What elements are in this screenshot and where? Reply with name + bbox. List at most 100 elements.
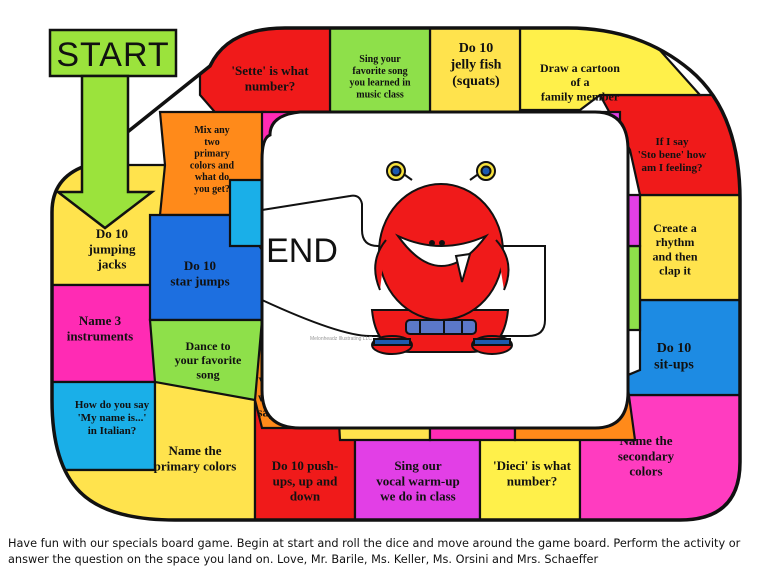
space-text-line: If I say [655, 136, 689, 148]
monster-character-icon [370, 161, 513, 355]
space-text-line: Sing your [359, 54, 401, 65]
space-text-line: Ask a family member [394, 124, 477, 134]
space-text-line: down [290, 489, 321, 504]
space-text-line: Arms out and [438, 404, 506, 416]
space-text-line: Draw a cartoon [540, 61, 620, 75]
space-text-line: jumping [88, 241, 136, 256]
space-text-line: How am I feeling? [551, 302, 629, 313]
watermark-text: Melonheadz Illustrating LLC [310, 336, 372, 342]
space-text-line: song [196, 367, 219, 381]
space-text-line: weather if I [258, 389, 322, 404]
space-text-line: primary colors [154, 458, 237, 473]
space-text-line: 'Sto bene' how [638, 149, 707, 161]
space-text-line: what their favorite [399, 135, 471, 145]
space-text-line: you get? [194, 184, 230, 195]
space-text-line: primary [194, 149, 230, 160]
space-text-line: 'Dieci' is what [493, 458, 572, 473]
space-text-line: How do you say [75, 399, 150, 411]
start-marker: START [48, 28, 178, 230]
space-text-line: secondary [618, 448, 675, 463]
space-text-line: Draw an item [354, 390, 413, 401]
space-text-line: Do 10 [96, 226, 128, 241]
space-text-line: motion [544, 397, 580, 411]
space-tile [543, 193, 642, 248]
instructions-caption: Have fun with our specials board game. B… [8, 537, 741, 566]
space-text-line: in Italian? [88, 425, 137, 437]
space-tile [383, 110, 487, 172]
space-tile [483, 110, 622, 197]
space-text-line: move in fast [531, 383, 593, 397]
start-arrow-icon [54, 74, 156, 230]
space-text-line: Move in slow [528, 355, 596, 369]
space-text-line: number? [245, 78, 296, 93]
space-text-line: what do [195, 172, 229, 183]
space-text-line: star jumps [170, 273, 229, 288]
space-text-line: (squats) [452, 74, 500, 89]
space-text-line: Do 10 [657, 341, 692, 356]
space-text-line: Sing our [394, 458, 442, 473]
space-text-line: you learned in [349, 78, 411, 89]
space-text-line: of a landscape [562, 226, 623, 237]
space-text-line: What is the [258, 374, 322, 389]
space-text-line: malissimo' [567, 290, 613, 301]
space-text-line: Dance to [186, 339, 231, 353]
space-text-line: 'My name is...' [78, 412, 147, 424]
space-text-line: clap it [659, 263, 691, 277]
space-text-line: ups, up and [273, 473, 338, 488]
space-text-line: Mix any [194, 125, 229, 136]
space-text-line: Frankenstein! [438, 391, 507, 403]
space-text-line: Draw 3 parts [564, 214, 620, 225]
space-text-line: music class [356, 89, 404, 100]
space-text-line: Do 10 push- [272, 458, 338, 473]
space-text-line: we do in class [380, 489, 455, 504]
space-text-line: vocal warm-up [376, 473, 459, 488]
space-text-line: and then [652, 249, 697, 263]
space-text-line: Do the [456, 377, 488, 389]
space-text-line: jelly fish [450, 58, 502, 73]
space-text-line: two [204, 137, 220, 148]
space-text-line: Do 10 [184, 258, 216, 273]
space-text-line: Create a [653, 221, 696, 235]
space-text-line: Count to 10 [290, 142, 355, 157]
space-text-line: Do 10 [459, 41, 494, 56]
space-text-line: motion and then [520, 369, 604, 383]
space-tile [543, 244, 642, 332]
space-do-10-sit-ups: Do 10 sit-ups [579, 298, 740, 397]
space-text-line: colors and [190, 160, 235, 171]
space-text-line: of a [571, 75, 590, 89]
space-jelly-fish: Do 10 jelly fish(squats) [428, 28, 522, 114]
space-text-line: number? [507, 473, 558, 488]
space-text-line: song is. [421, 145, 449, 155]
space-text-line: 'Sette' is what [231, 63, 309, 78]
space-text-line: If I say 'Sto [565, 278, 614, 289]
space-text-line: rhythm [656, 235, 695, 249]
start-box [48, 28, 178, 78]
space-text-line: in Italian [298, 157, 350, 172]
space-text-line: your favorite [175, 353, 242, 367]
space-text-line: sit-ups [654, 358, 694, 373]
space-text-line: colors [629, 464, 662, 479]
space-text-line: jacks [97, 257, 127, 272]
space-text-line: Name the [168, 443, 221, 458]
space-text-line: for 60 seconds [511, 159, 589, 174]
space-text-line: What is a texture? [344, 378, 422, 389]
space-text-line: favorite song [352, 66, 407, 77]
start-label: START [56, 36, 169, 74]
space-text-line: family member [541, 89, 620, 103]
space-text-line: am I feeling? [641, 162, 702, 174]
space-say-my-name-italian: How do you say'My name is...'in Italian? [52, 380, 157, 472]
space-text-line: Run in place [515, 144, 585, 159]
